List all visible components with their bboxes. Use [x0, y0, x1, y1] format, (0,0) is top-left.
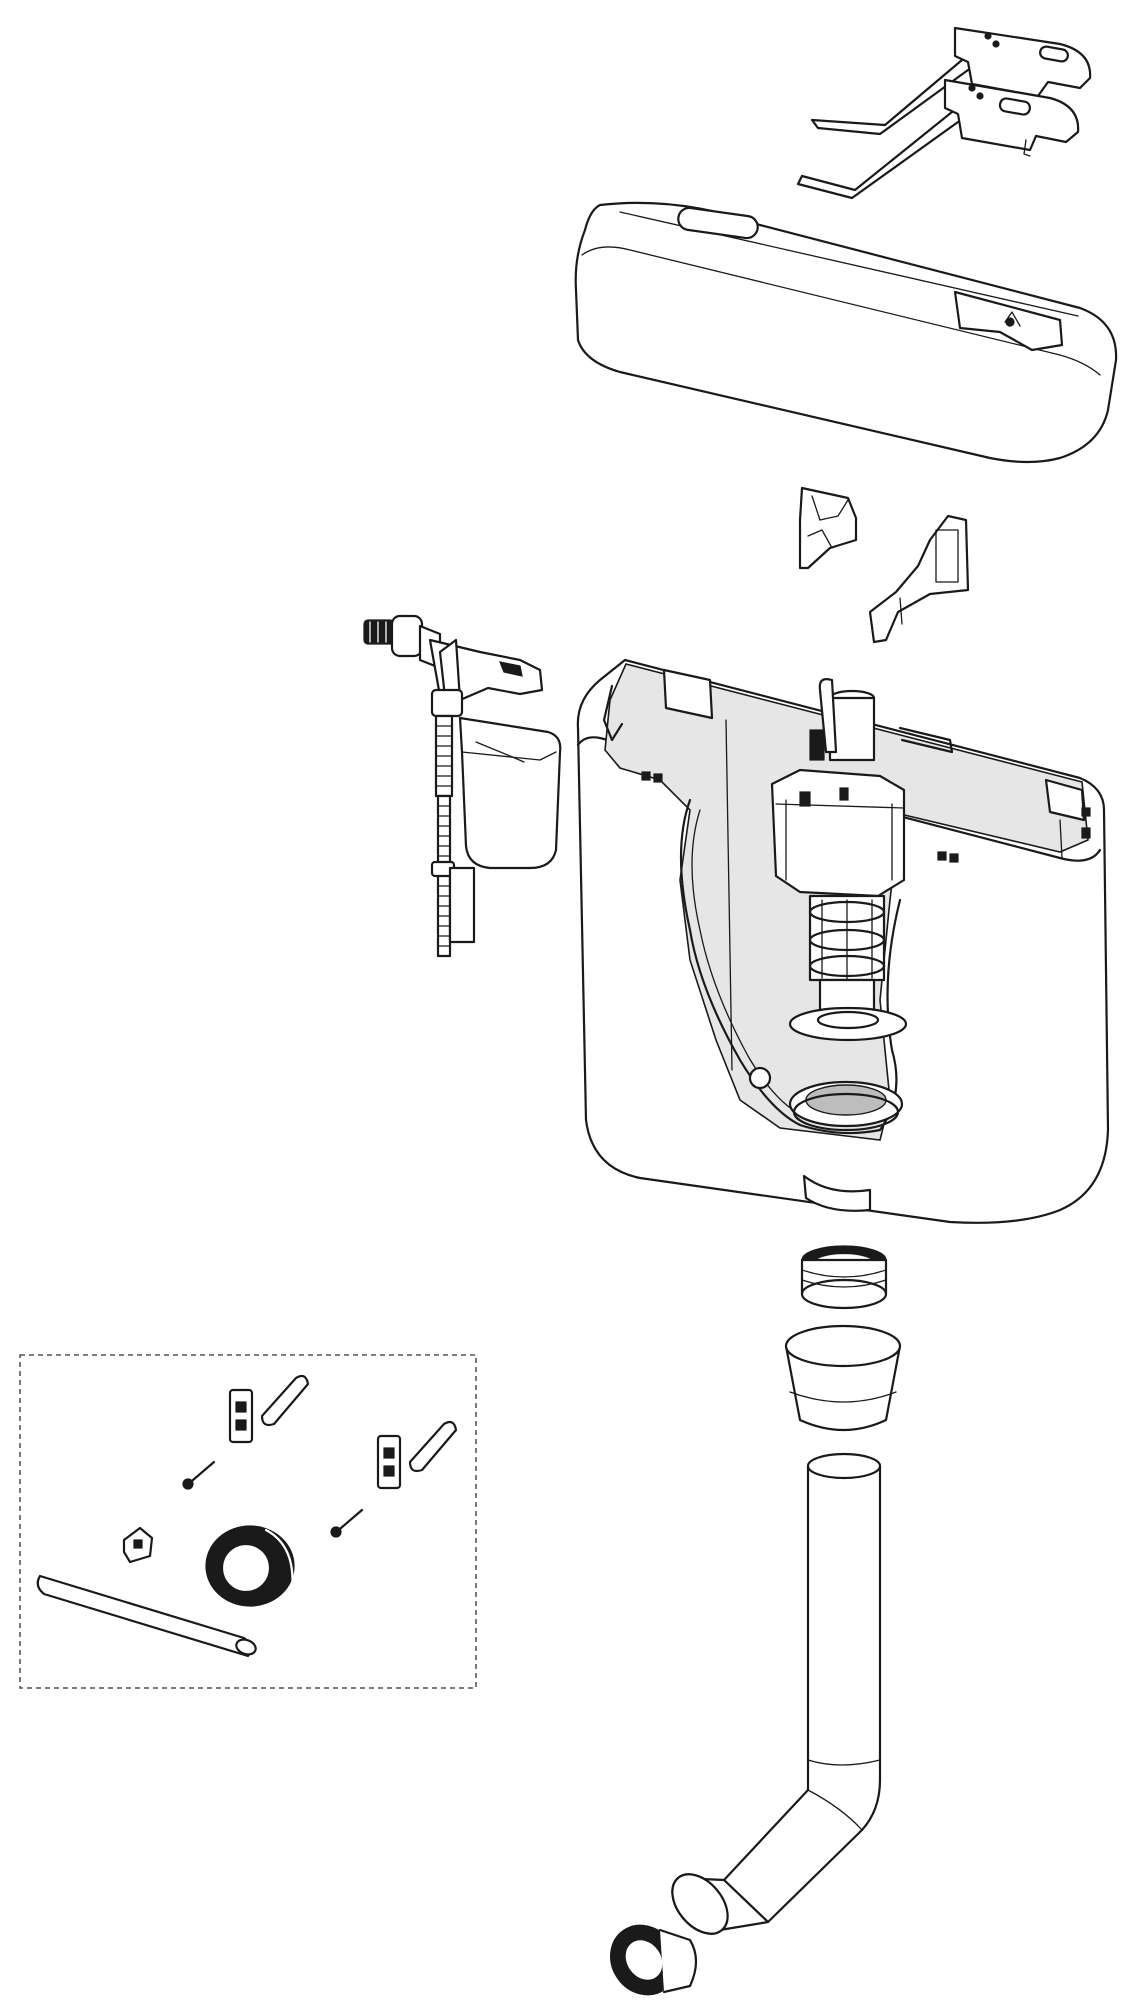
outlet-nut: [800, 1245, 888, 1310]
flush-valve: [748, 678, 908, 1132]
cover-brackets: [796, 26, 1092, 200]
rubber-cone-seal: [784, 1324, 902, 1432]
lid-clips: [798, 486, 970, 644]
cistern-cover: [574, 201, 1118, 464]
flush-pipe: [671, 1452, 882, 1935]
accessory-kit: [19, 1354, 477, 1689]
pipe-nut: [610, 1924, 698, 1996]
fill-valve: [363, 614, 562, 958]
